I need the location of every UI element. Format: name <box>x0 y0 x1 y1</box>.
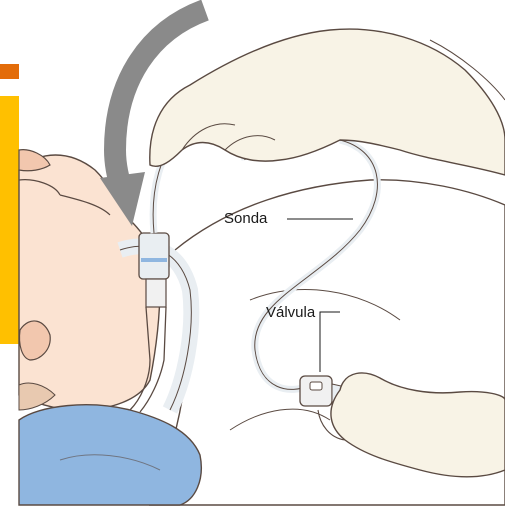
label-sonda: Sonda <box>224 211 267 226</box>
pillow <box>19 405 201 505</box>
accent-bar-yellow <box>0 96 19 344</box>
upper-gloved-hand <box>150 29 505 175</box>
patient-nose <box>19 150 50 171</box>
label-valvula: Válvula <box>266 305 315 320</box>
accent-bar-orange <box>0 64 19 79</box>
